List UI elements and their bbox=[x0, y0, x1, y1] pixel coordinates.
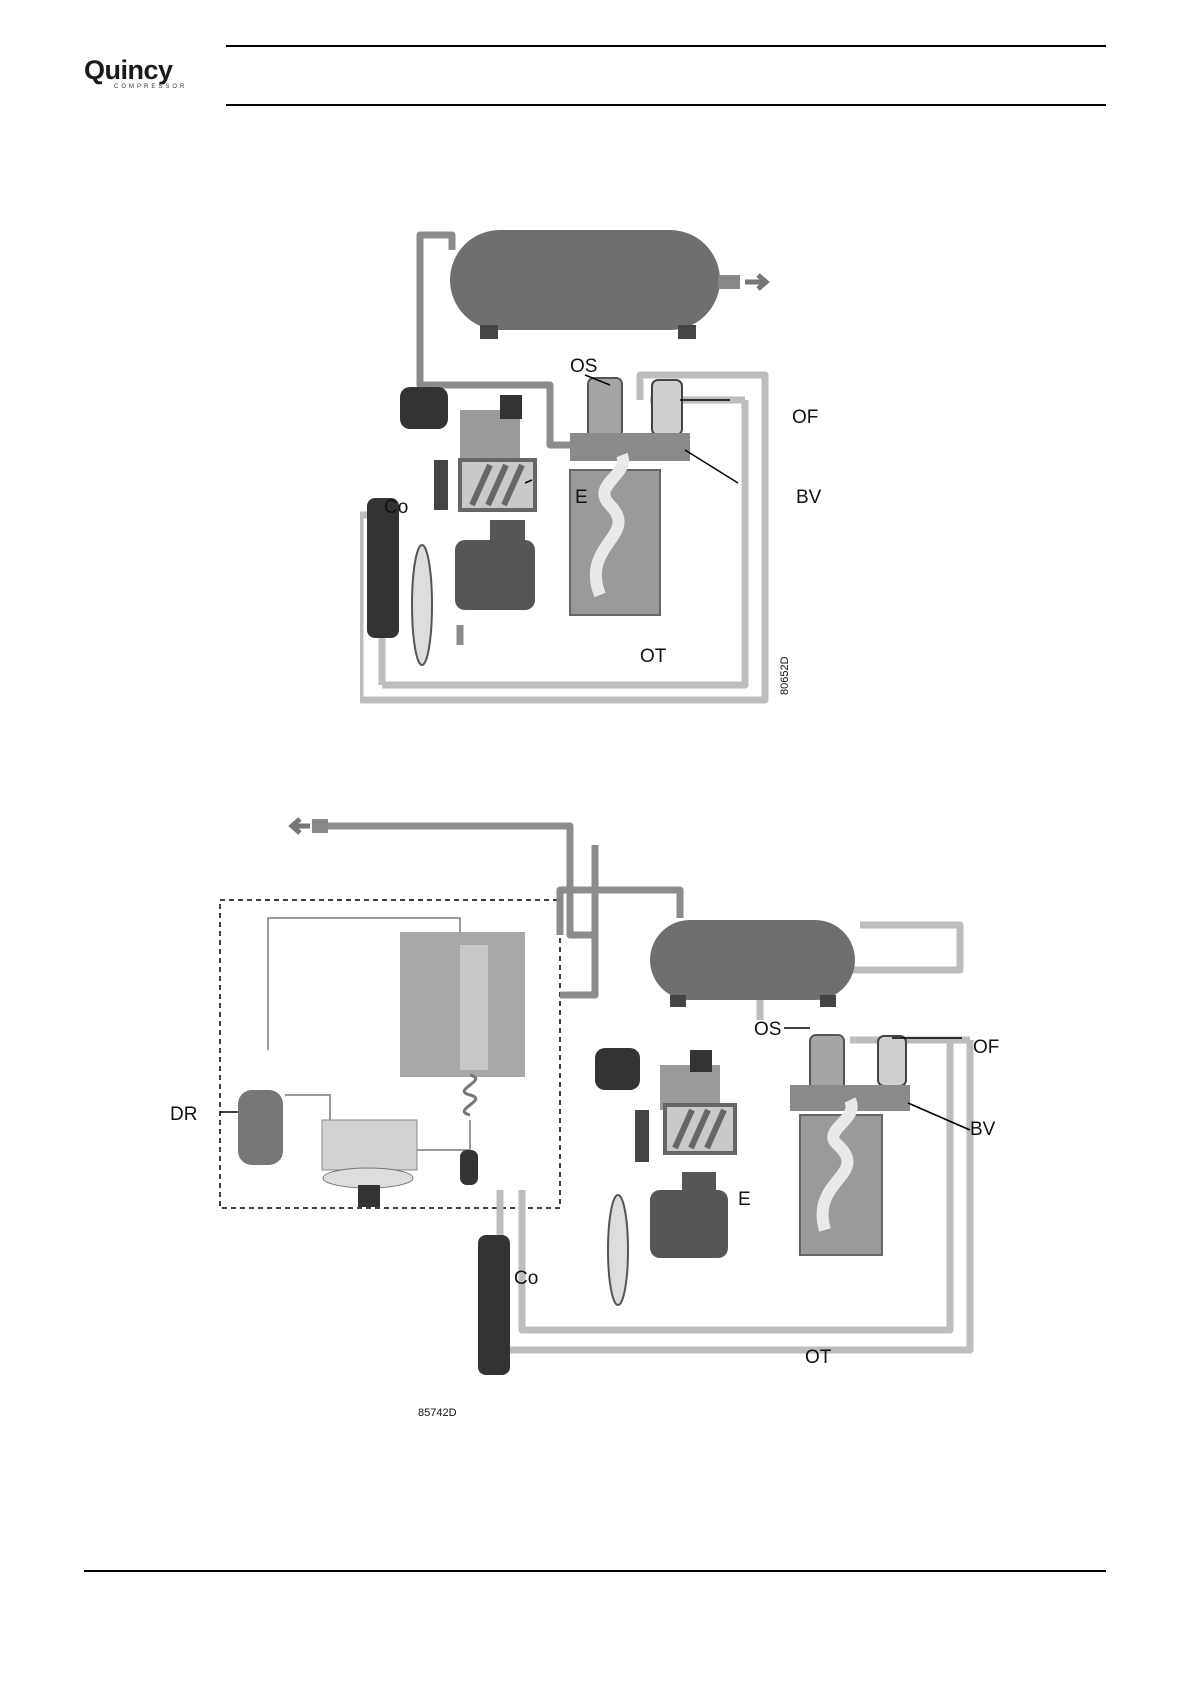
logo-subtitle: COMPRESSOR bbox=[114, 84, 187, 90]
label-e: E bbox=[575, 487, 588, 508]
air-receiver-tank bbox=[450, 230, 720, 330]
label-co: Co bbox=[384, 497, 408, 518]
refrigerant-compressor bbox=[238, 1090, 283, 1165]
figure-1-drawing: OS OF BV E Co OT 80652D bbox=[360, 215, 830, 715]
label-os: OS bbox=[754, 1019, 781, 1040]
logo-wordmark: Quincy bbox=[84, 56, 173, 84]
dryer-condenser bbox=[322, 1120, 417, 1170]
label-dr: DR bbox=[170, 1104, 197, 1125]
cooling-fan bbox=[608, 1195, 628, 1305]
quincy-logo: Quincy COMPRESSOR bbox=[84, 56, 202, 96]
cooling-fan bbox=[412, 545, 432, 665]
label-ot: OT bbox=[640, 646, 667, 667]
oil-separator bbox=[588, 378, 622, 438]
air-intake-filter bbox=[595, 1048, 640, 1090]
oil-filter bbox=[878, 1036, 906, 1086]
label-ot: OT bbox=[805, 1347, 832, 1368]
header-rule-bottom bbox=[226, 104, 1106, 106]
header-rule-top bbox=[226, 45, 1106, 47]
figure-code: 80652D bbox=[779, 656, 791, 695]
label-bv: BV bbox=[970, 1119, 996, 1140]
drive-motor bbox=[455, 540, 535, 610]
air-receiver-tank bbox=[650, 920, 855, 1000]
label-bv: BV bbox=[796, 487, 822, 508]
label-of: OF bbox=[973, 1037, 999, 1058]
figure-compressor-with-dryer: DR OS OF BV E Co OT 85742D bbox=[170, 810, 1040, 1435]
figure-compressor-with-receiver: OS OF BV E Co OT 80652D bbox=[360, 215, 830, 715]
oil-cooler bbox=[367, 498, 399, 638]
figure-2-drawing: DR OS OF BV E Co OT 85742D bbox=[170, 810, 1040, 1435]
oil-filter bbox=[652, 380, 682, 435]
label-e: E bbox=[738, 1189, 751, 1210]
footer-rule bbox=[84, 1570, 1106, 1572]
label-co: Co bbox=[514, 1268, 538, 1289]
air-intake-filter bbox=[400, 387, 448, 429]
oil-cooler bbox=[478, 1235, 510, 1375]
label-of: OF bbox=[792, 407, 818, 428]
figure-code: 85742D bbox=[418, 1407, 457, 1419]
drive-motor bbox=[650, 1190, 728, 1258]
label-os: OS bbox=[570, 356, 597, 377]
